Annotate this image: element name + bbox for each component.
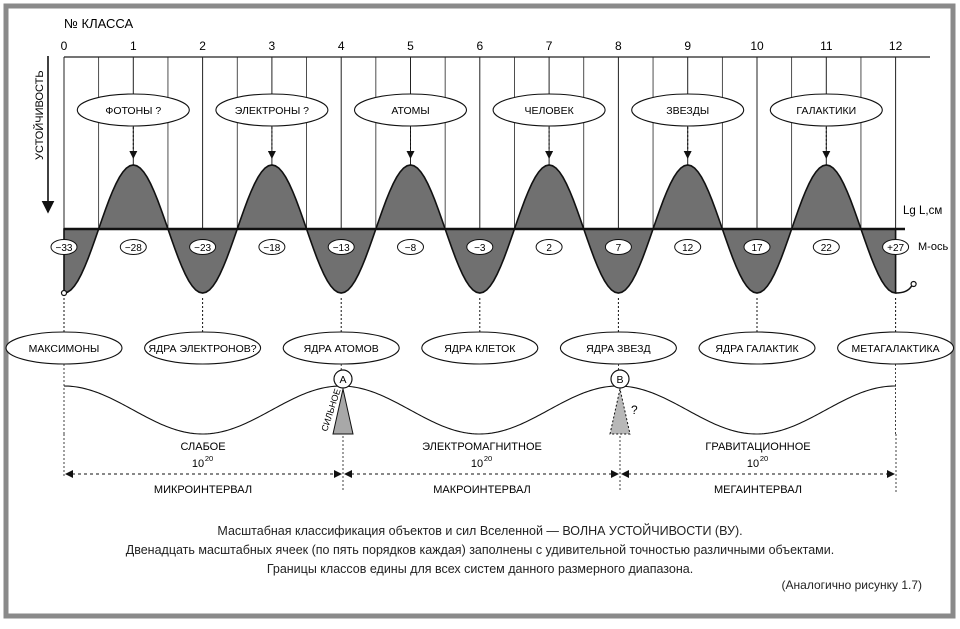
force-grav-base: 10 — [747, 458, 759, 470]
class-number: 1 — [130, 39, 137, 53]
top-object-oval — [769, 93, 883, 127]
marker-b-circle — [610, 369, 630, 389]
m-value: +27 — [887, 243, 904, 254]
stability-wave-lower — [63, 228, 897, 295]
marker-a-circle — [333, 369, 353, 389]
m-value: 17 — [751, 243, 763, 254]
force-weak-exp: 20 — [205, 454, 213, 463]
wave-end-dot — [910, 280, 917, 288]
m-value: 22 — [821, 243, 833, 254]
top-object-label: ГАЛАКТИКИ — [796, 105, 856, 117]
m-value: 12 — [682, 243, 694, 254]
m-value-oval — [327, 239, 355, 255]
bottom-object-label: ЯДРА ЗВЕЗД — [586, 343, 651, 355]
m-value-oval — [604, 239, 632, 255]
caption-note: (Аналогично рисунку 1.7) — [781, 578, 922, 592]
bottom-object-label: ЯДРА АТОМОВ — [304, 343, 379, 355]
class-number: 9 — [684, 39, 691, 53]
class-number: 2 — [199, 39, 206, 53]
force-grav-name: ГРАВИТАЦИОННОЕ — [705, 441, 810, 453]
m-value: −33 — [56, 243, 73, 254]
class-number: 6 — [476, 39, 483, 53]
class-number: 11 — [820, 39, 833, 53]
micro-interval-label: МИКРОИНТЕРВАЛ — [154, 484, 252, 496]
class-number: 3 — [269, 39, 276, 53]
m-value-oval — [258, 239, 286, 255]
m-value: −8 — [405, 243, 417, 254]
y-axis-label: УСТОЙЧИВОСТЬ — [33, 70, 46, 160]
m-value-oval — [466, 239, 494, 255]
m-value: −23 — [194, 243, 211, 254]
top-object-oval — [76, 93, 190, 127]
marker-b-label: B — [616, 374, 623, 386]
class-number: 4 — [338, 39, 345, 53]
top-object-label: ФОТОНЫ ? — [105, 105, 161, 117]
m-value: −18 — [263, 243, 280, 254]
class-number: 7 — [546, 39, 553, 53]
strong-force-triangle — [332, 388, 354, 435]
outer-border — [3, 3, 956, 619]
m-value: 7 — [616, 243, 622, 254]
bottom-object-label: ЯДРА ЭЛЕКТРОНОВ? — [149, 343, 257, 355]
bottom-object-label: МАКСИМОНЫ — [29, 343, 100, 355]
m-value-oval — [50, 239, 78, 255]
class-number: 8 — [615, 39, 622, 53]
caption-line-1: Масштабная классификация объектов и сил … — [217, 524, 743, 538]
bottom-objects-row: МАКСИМОНЫ ЯДРА ЭЛЕКТРОНОВ? ЯДРА АТОМОВ ЯДРА… — [5, 297, 955, 434]
top-object-label: ЧЕЛОВЕК — [525, 105, 575, 117]
bottom-object-label: ЯДРА КЛЕТОК — [444, 343, 516, 355]
m-value: 2 — [546, 243, 552, 254]
m-value-oval — [882, 239, 910, 255]
question-mark: ? — [631, 403, 638, 417]
top-object-label: ЗВЕЗДЫ — [666, 105, 709, 117]
class-number: 5 — [407, 39, 414, 53]
class-number: 10 — [750, 39, 764, 53]
caption-line-2: Двенадцать масштабных ячеек (по пять пор… — [125, 543, 835, 557]
m-value-oval — [535, 239, 563, 255]
caption-line-3: Границы классов едины для всех систем да… — [266, 562, 694, 576]
class-number-title: № КЛАССА — [64, 16, 134, 31]
force-em-name: ЭЛЕКТРОМАГНИТНОЕ — [422, 441, 542, 453]
wave-end-tail — [895, 285, 913, 294]
top-objects-row: ФОТОНЫ ? ЭЛЕКТРОНЫ ? АТОМЫ ЧЕЛОВЕК ЗВЕЗДЫ ГАЛ… — [76, 93, 883, 159]
force-wave-line — [63, 385, 896, 435]
class-number: 0 — [61, 39, 68, 53]
top-object-oval — [215, 93, 329, 127]
top-object-label: АТОМЫ — [391, 105, 429, 117]
class-boundary-lines — [63, 57, 897, 229]
force-em-exp: 20 — [484, 454, 492, 463]
m-value-oval — [189, 239, 217, 255]
m-value-oval — [397, 239, 424, 255]
wave-start-dot — [60, 289, 68, 297]
force-em-base: 10 — [471, 458, 483, 470]
top-object-oval — [353, 93, 468, 127]
force-weak-name: СЛАБОЕ — [180, 441, 225, 453]
m-value-oval — [119, 239, 147, 255]
mega-interval-label: МЕГАИНТЕРВАЛ — [714, 484, 802, 496]
m-value-oval — [812, 239, 840, 255]
unknown-force-triangle — [609, 388, 631, 435]
bottom-object-label: ЯДРА ГАЛАКТИК — [715, 343, 799, 355]
m-value-row: −33 −28 −23 −18 −13 −8 −3 2 7 12 17 22 +27 — [50, 239, 910, 255]
top-object-oval — [631, 93, 745, 127]
m-value: −13 — [333, 243, 350, 254]
bottom-object-label: МЕТАГАЛАКТИКА — [852, 343, 940, 355]
marker-a-label: A — [339, 374, 346, 386]
class-number: 12 — [889, 39, 903, 53]
force-weak-base: 10 — [192, 458, 204, 470]
m-value: −3 — [474, 243, 486, 254]
x-axis-label: Lg L,см — [903, 205, 942, 217]
macro-interval-label: МАКРОИНТЕРВАЛ — [433, 484, 531, 496]
top-object-oval — [492, 93, 606, 127]
m-value-oval — [674, 239, 702, 255]
force-grav-exp: 20 — [760, 454, 768, 463]
m-value: −28 — [125, 243, 142, 254]
m-axis-label: М-ось — [918, 241, 948, 253]
m-value-oval — [743, 239, 771, 255]
top-object-label: ЭЛЕКТРОНЫ ? — [235, 105, 309, 117]
